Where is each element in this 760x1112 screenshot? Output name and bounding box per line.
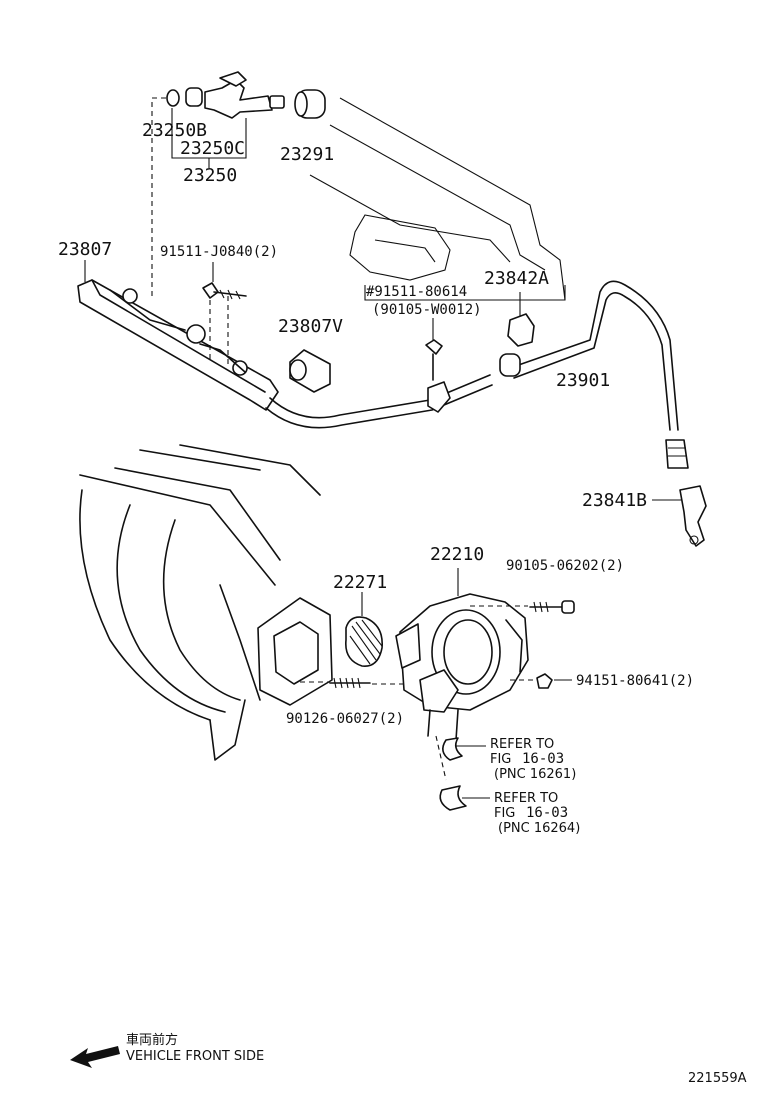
label-23250c: 23250C [180, 138, 245, 159]
clamp-bolt-91511-80614 [425, 339, 451, 413]
label-23291: 23291 [280, 144, 334, 165]
label-23250: 23250 [183, 165, 237, 186]
bolt-91511-j0840-dashed [209, 296, 229, 365]
ref-fig-prefix: FIG [494, 806, 515, 821]
ref-line1: REFER TO [494, 791, 558, 806]
fuel-delivery-pipe [77, 279, 493, 429]
ref-fig-number: 16-03 [526, 805, 568, 821]
label-90105-w0012: (90105-W0012) [372, 302, 482, 318]
ref-pnc: (PNC 16264) [498, 821, 580, 836]
diagram-id: 221559A [688, 1071, 747, 1086]
ref-fig-prefix: FIG [490, 752, 511, 767]
ref-fig-number: 16-03 [522, 751, 564, 767]
hose-16264 [439, 785, 467, 811]
engine-cover-outline [309, 97, 566, 301]
ref-pnc: (PNC 16261) [494, 767, 576, 782]
bolt-90105-06202 [529, 600, 575, 614]
direction-label-en: VEHICLE FRONT SIDE [126, 1049, 264, 1064]
clip-23842a [507, 313, 535, 347]
label-22271: 22271 [333, 572, 387, 593]
label-23842a: 23842A [484, 268, 549, 289]
stud-90126-06027 [329, 677, 371, 689]
hose-16261 [442, 737, 463, 761]
label-23807v: 23807V [278, 316, 343, 337]
injector-leader-dashed [151, 97, 166, 300]
label-94151-80641: 94151-80641(2) [576, 673, 694, 689]
connector-23841b [679, 485, 707, 547]
bolt-91511-j0840 [202, 282, 247, 300]
reference-note-16264: REFER TO FIG 16-03 (PNC 16264) [494, 791, 580, 836]
injector-bracket [171, 108, 247, 168]
bracket-91511-80614 [364, 285, 566, 301]
nut-94151-80641 [536, 673, 553, 689]
gasket-22271 [345, 616, 383, 667]
hose-dashed [435, 735, 447, 781]
reference-note-16261: REFER TO FIG 16-03 (PNC 16261) [490, 737, 576, 782]
label-23901: 23901 [556, 370, 610, 391]
label-23250b: 23250B [142, 120, 207, 141]
label-91511-80614: #91511-80614 [366, 284, 467, 300]
label-23807: 23807 [58, 239, 112, 260]
label-90126-06027: 90126-06027(2) [286, 711, 404, 727]
cap-23807v [289, 349, 331, 393]
intake-manifold [79, 444, 333, 761]
label-90105-06202: 90105-06202(2) [506, 558, 624, 574]
label-22210: 22210 [430, 544, 484, 565]
label-91511-j0840: 91511-J0840(2) [160, 244, 278, 260]
label-23841b: 23841B [582, 490, 647, 511]
vehicle-front-arrow-icon [70, 1046, 120, 1068]
fuel-injector-assembly [166, 71, 326, 119]
throttle-body-22210 [395, 593, 529, 741]
direction-label-jp: 車両前方 [126, 1032, 178, 1048]
ref-line1: REFER TO [490, 737, 554, 752]
fuel-tube-23901 [499, 280, 689, 469]
